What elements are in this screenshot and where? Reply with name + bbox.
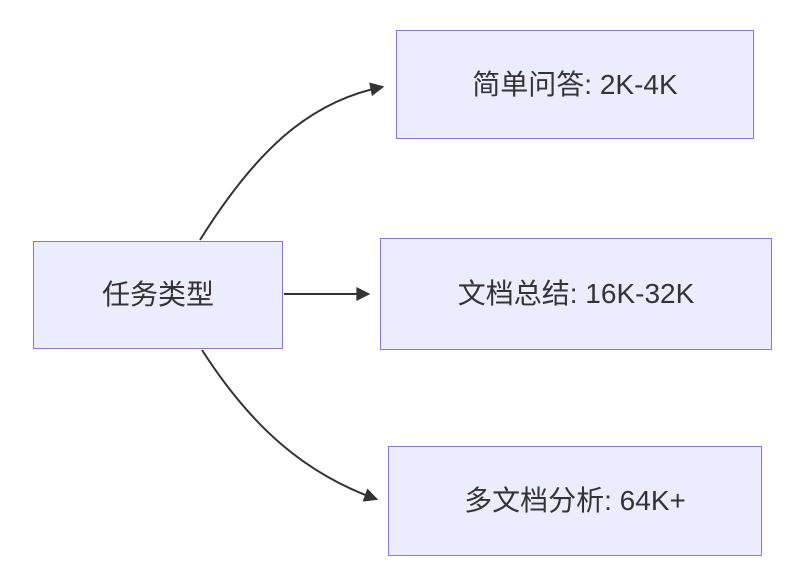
node-doc-summary-label: 文档总结: 16K-32K <box>457 278 695 309</box>
edge-root-to-multi-doc <box>201 349 379 502</box>
node-doc-summary: 文档总结: 16K-32K <box>380 238 772 350</box>
node-multi-doc-label: 多文档分析: 64K+ <box>464 485 686 516</box>
edge-root-to-simple-qa <box>199 82 385 241</box>
node-task-type: 任务类型 <box>33 241 283 349</box>
node-simple-qa: 简单问答: 2K-4K <box>396 30 754 139</box>
node-task-type-label: 任务类型 <box>101 279 214 310</box>
node-simple-qa-label: 简单问答: 2K-4K <box>472 68 678 100</box>
node-multi-doc: 多文档分析: 64K+ <box>388 446 762 556</box>
